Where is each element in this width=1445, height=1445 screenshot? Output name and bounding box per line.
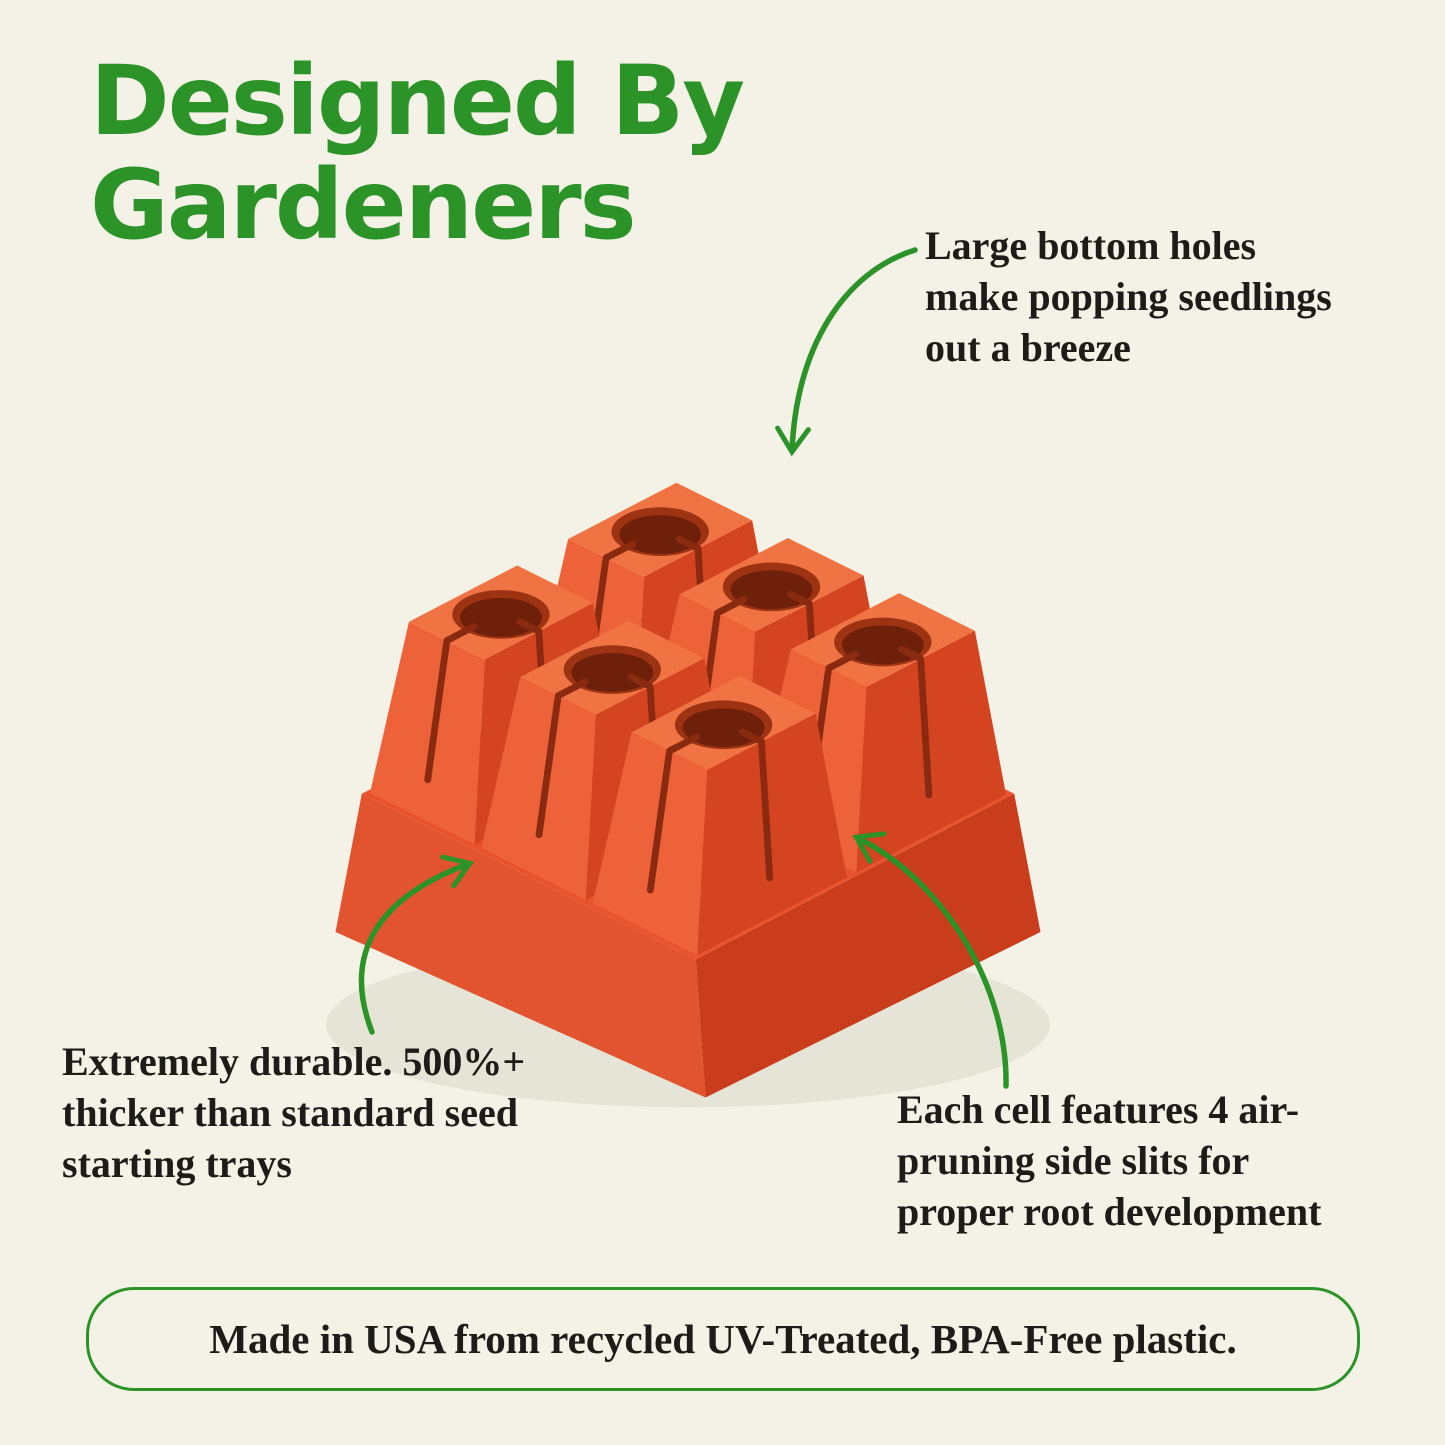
- cell-hole-depth: [730, 570, 813, 610]
- cell-left-face: [481, 676, 596, 900]
- rim-notch: [713, 595, 748, 617]
- rim-notch: [554, 678, 589, 700]
- air-pruning-slit: [424, 640, 450, 784]
- cell-hole-depth: [460, 597, 542, 637]
- cell-left-face: [369, 621, 485, 845]
- rim-notch: [516, 618, 543, 635]
- callout-side-slits-line-1: Each cell features 4 air-: [897, 1087, 1300, 1132]
- rim-notch: [898, 646, 925, 663]
- callout-durable-line-1: Extremely durable. 500%+: [62, 1039, 526, 1084]
- rim-notch: [443, 623, 478, 645]
- seed-tray-illustration: [325, 482, 1051, 1108]
- callout-bottom-holes-line-3: out a breeze: [925, 325, 1131, 371]
- cell-left-face: [592, 732, 708, 956]
- rim-notch: [602, 540, 637, 562]
- callout-bottom-holes-line-1: Large bottom holes: [925, 223, 1257, 268]
- callout-bottom-holes-line-2: make popping seedlings: [925, 274, 1332, 320]
- cell-hole-depth: [571, 653, 654, 692]
- callout-durable-line-3: starting trays: [62, 1141, 292, 1187]
- air-pruning-slit: [758, 741, 774, 882]
- cell-hole-depth: [619, 515, 702, 555]
- rim-notch: [675, 535, 702, 552]
- callout-side-slits-line-3: proper root development: [897, 1189, 1322, 1235]
- rim-notch: [739, 728, 765, 746]
- cell-right-face: [856, 630, 1007, 873]
- air-pruning-slit: [917, 658, 933, 799]
- made-in-usa-banner: Made in USA from recycled UV-Treated, BP…: [86, 1287, 1360, 1391]
- rim-notch: [787, 590, 813, 608]
- callout-side-slits-line-2: pruning side slits for: [897, 1138, 1250, 1184]
- page-title-line-1: Designed By: [90, 45, 745, 157]
- made-in-usa-banner-text: Made in USA from recycled UV-Treated, BP…: [209, 1316, 1237, 1362]
- callout-durable: Extremely durable. 500%+ thicker than st…: [62, 1036, 525, 1190]
- callout-bottom-holes: Large bottom holes make popping seedling…: [925, 220, 1332, 374]
- cell-hole-depth: [841, 625, 924, 665]
- page-title: Designed By Gardeners: [90, 45, 745, 261]
- page-title-line-2: Gardeners: [90, 148, 637, 261]
- rim-notch: [825, 650, 860, 672]
- rim-notch: [627, 673, 654, 690]
- air-pruning-slit: [646, 751, 673, 894]
- rim-notch: [666, 733, 700, 755]
- cell-hole-depth: [682, 708, 765, 748]
- air-pruning-slit: [535, 695, 562, 839]
- cell-right-face: [697, 713, 847, 956]
- callout-side-slits: Each cell features 4 air- pruning side s…: [897, 1084, 1321, 1238]
- callout-durable-line-2: thicker than standard seed: [62, 1090, 518, 1136]
